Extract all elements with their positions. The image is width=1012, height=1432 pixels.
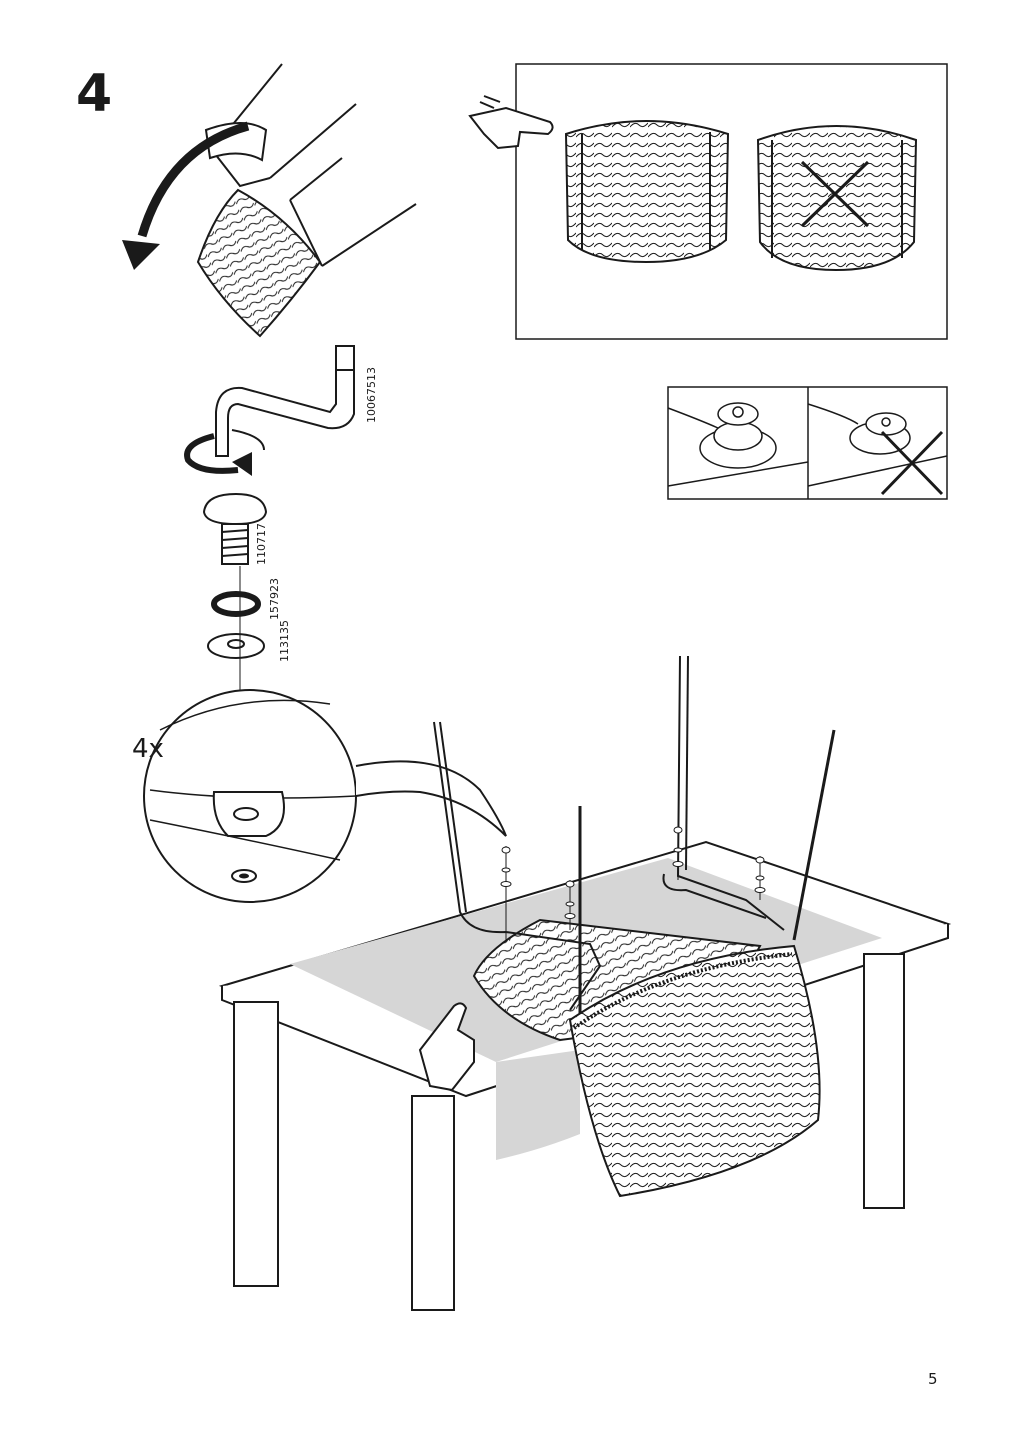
pointing-hand-icon <box>468 95 554 150</box>
part-number-bolt: 110717 <box>255 523 268 565</box>
part-number-flat-washer: 113135 <box>278 620 291 662</box>
page-number: 5 <box>928 1370 938 1388</box>
zoom-detail-circle <box>143 689 507 903</box>
screws-exploded-illustration <box>500 826 766 940</box>
flip-chair-illustration <box>196 63 417 338</box>
spring-washer-icon <box>211 591 261 617</box>
step-number: 4 <box>76 64 113 124</box>
chair-upside-down-illustration <box>433 655 836 1198</box>
quantity-label: 4x <box>132 734 164 764</box>
allen-key-icon <box>215 345 355 457</box>
rotate-arrow-icon <box>122 121 250 270</box>
part-number-allen-key: 10067513 <box>365 367 378 423</box>
bolt-correct-illustration <box>667 402 809 487</box>
bolt-icon <box>202 492 268 565</box>
orientation-callout-box <box>515 63 948 340</box>
wrong-cross-icon <box>800 160 870 228</box>
seat-correct-illustration <box>564 120 730 264</box>
pointing-hand-icon-2 <box>418 1002 475 1092</box>
seat-wrong-illustration <box>756 125 918 272</box>
rotate-clockwise-icon <box>184 429 265 476</box>
part-number-spring-washer: 157923 <box>268 578 281 620</box>
wrong-cross-icon-2 <box>880 430 944 496</box>
flat-washer-icon <box>207 633 265 659</box>
